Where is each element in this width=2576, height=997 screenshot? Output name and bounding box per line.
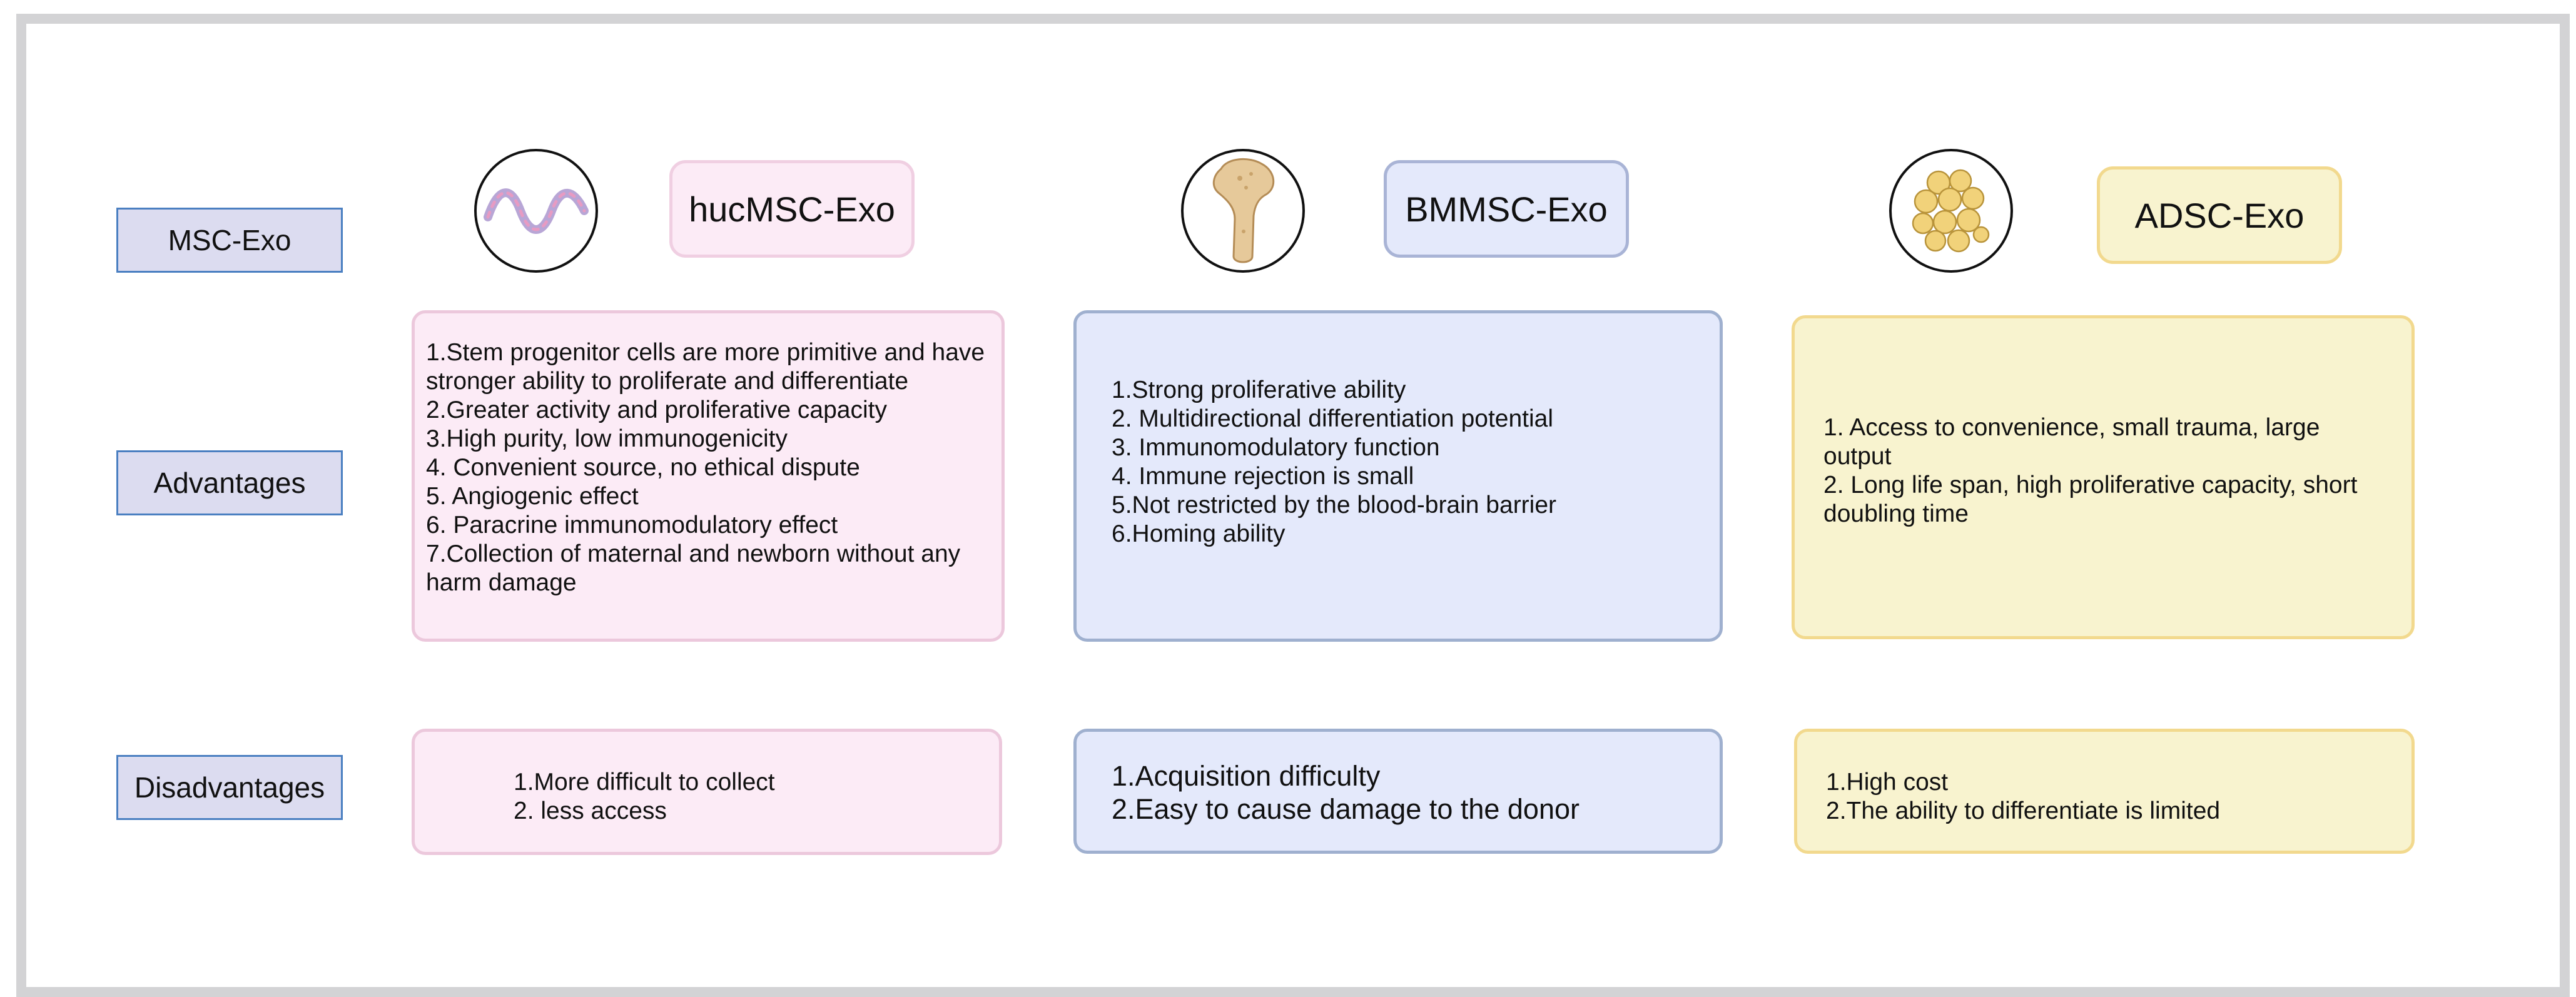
list-item: 2.The ability to differentiate is limite…	[1826, 797, 2221, 824]
disadvantages-card-bmmsc: 1.Acquisition difficulty 2.Easy to cause…	[1073, 729, 1723, 854]
adipose-cells-icon	[1889, 149, 2013, 273]
list-item: 1.Acquisition difficulty	[1112, 760, 1381, 792]
advantages-card-bmmsc: 1.Strong proliferative ability 2. Multid…	[1073, 310, 1723, 642]
advantages-card-hucmsc: 1.Stem progenitor cells are more primiti…	[412, 310, 1005, 642]
row-label-msc-exo-text: MSC-Exo	[168, 224, 292, 256]
row-label-msc-exo: MSC-Exo	[116, 208, 343, 273]
list-item: 6. Paracrine immunomodulatory effect	[426, 512, 838, 539]
column-title-bmmsc: BMMSC-Exo	[1384, 160, 1629, 258]
umbilical-cord-icon	[474, 149, 598, 273]
list-item: 4. Immune rejection is small	[1112, 463, 1414, 490]
list-item: 2.Easy to cause damage to the donor	[1112, 793, 1580, 825]
bone-icon	[1181, 149, 1305, 273]
list-item: 2. Long life span, high proliferative ca…	[1823, 472, 2365, 527]
column-title-hucmsc: hucMSC-Exo	[669, 160, 915, 258]
list-item: 1.Strong proliferative ability	[1112, 377, 1406, 403]
list-item: 1. Access to convenience, small trauma, …	[1823, 414, 2327, 470]
list-item: 6.Homing ability	[1112, 520, 1285, 547]
list-item: 5.Not restricted by the blood-brain barr…	[1112, 492, 1557, 519]
list-item: 1.High cost	[1826, 769, 1949, 796]
list-item: 1.More difficult to collect	[514, 769, 775, 796]
row-label-disadvantages: Disadvantages	[116, 755, 343, 820]
list-item: 2.Greater activity and proliferative cap…	[426, 397, 888, 423]
list-item: 2. less access	[514, 797, 667, 824]
row-label-advantages: Advantages	[116, 450, 343, 515]
advantages-card-adsc: 1. Access to convenience, small trauma, …	[1792, 315, 2415, 639]
column-title-hucmsc-text: hucMSC-Exo	[689, 189, 895, 229]
list-item: 4. Convenient source, no ethical dispute	[426, 454, 860, 481]
column-title-adsc-text: ADSC-Exo	[2134, 195, 2305, 235]
list-item: 7.Collection of maternal and newborn wit…	[426, 540, 968, 596]
list-item: 2. Multidirectional differentiation pote…	[1112, 405, 1554, 432]
column-title-bmmsc-text: BMMSC-Exo	[1405, 189, 1608, 229]
list-item: 3.High purity, low immunogenicity	[426, 425, 788, 452]
column-title-adsc: ADSC-Exo	[2097, 166, 2342, 264]
row-label-advantages-text: Advantages	[153, 467, 306, 499]
disadvantages-card-adsc: 1.High cost 2.The ability to differentia…	[1794, 729, 2415, 854]
list-item: 1.Stem progenitor cells are more primiti…	[426, 339, 991, 395]
list-item: 5. Angiogenic effect	[426, 483, 639, 510]
list-item: 3. Immunomodulatory function	[1112, 434, 1440, 461]
disadvantages-card-hucmsc: 1.More difficult to collect 2. less acce…	[412, 729, 1002, 855]
row-label-disadvantages-text: Disadvantages	[134, 771, 325, 804]
